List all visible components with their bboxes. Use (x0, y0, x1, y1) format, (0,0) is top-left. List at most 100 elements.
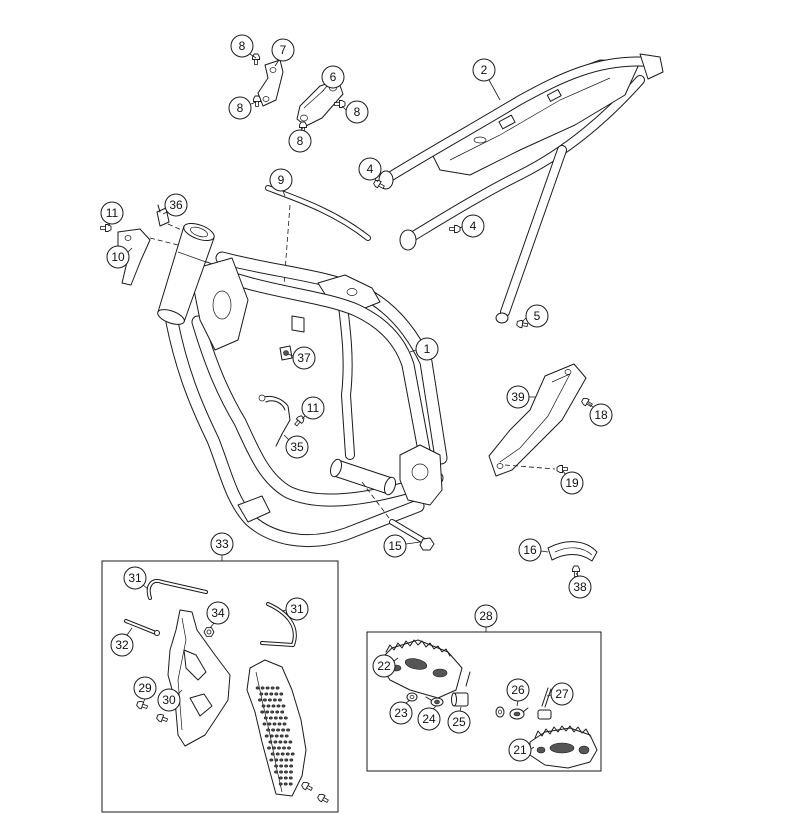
callout-number: 25 (452, 715, 466, 729)
frame-gusset-hole (212, 290, 232, 320)
perforation-hole (269, 692, 274, 696)
subframe-lower-lug (399, 229, 417, 251)
perforation-hole (282, 722, 287, 726)
perforation-hole (282, 746, 286, 750)
perforation-hole (267, 698, 272, 702)
protector-edge (255, 671, 283, 793)
callout-circle (321, 65, 345, 89)
callout-19: 19 (560, 471, 584, 495)
callout-number: 10 (111, 250, 125, 264)
screw-protector (300, 780, 314, 793)
leader-line (488, 79, 501, 101)
callout-32: 32 (110, 633, 134, 657)
perforation-hole (284, 734, 289, 738)
bolt-head (419, 537, 435, 551)
screw-5 (516, 319, 529, 330)
pin-body (541, 687, 549, 707)
perforation-hole (262, 698, 267, 702)
callout-4: 4 (461, 214, 485, 238)
leader-line (287, 353, 294, 357)
leader-line (405, 699, 411, 704)
hose-9 (268, 188, 368, 238)
perforation-hole (274, 692, 279, 696)
bracket-plate (257, 59, 284, 107)
callout-24: 24 (417, 707, 441, 731)
perforation-hole (288, 776, 293, 780)
perforation-hole (273, 716, 278, 720)
leader-line (521, 317, 527, 323)
subframe-front-lug (378, 170, 394, 190)
footpeg-teeth (385, 639, 451, 657)
callout-circle (568, 575, 592, 599)
perforation-hole (283, 782, 288, 786)
perforation-hole (277, 722, 282, 726)
holder-37 (279, 345, 293, 361)
perforation-hole (279, 692, 284, 696)
group-33-box (101, 560, 339, 813)
leader-line (587, 402, 594, 408)
callout-circle (345, 100, 369, 124)
perforation-hole (274, 758, 279, 762)
perforation-hole (274, 734, 279, 738)
frame-protector-perforated (246, 659, 307, 797)
main-frame (157, 222, 442, 541)
slider-hole (564, 369, 572, 375)
pivot-bolt-15 (392, 522, 435, 551)
spring-center (513, 711, 521, 717)
leader-line (575, 572, 579, 577)
footpeg-slot (578, 745, 590, 755)
footpeg-21 (529, 725, 598, 769)
perforation-hole (286, 728, 291, 732)
callout-circle (123, 566, 147, 590)
perforation-hole (260, 710, 265, 714)
callout-30: 30 (157, 688, 181, 712)
subframe (378, 53, 664, 324)
callout-8: 8 (345, 100, 369, 124)
callout-38: 38 (568, 575, 592, 599)
washer-23 (406, 692, 418, 702)
callout-circle (110, 633, 134, 657)
leader-line (107, 223, 111, 227)
perforation-hole (269, 734, 274, 738)
leader-line (409, 349, 417, 353)
clip-body (125, 620, 157, 634)
screw-29 (135, 699, 149, 711)
subframe-tab (546, 89, 562, 102)
callout-number: 28 (479, 609, 493, 623)
callout-circle (508, 738, 532, 762)
callout-number: 8 (354, 105, 361, 119)
clip-31-left (146, 578, 208, 600)
callout-6: 6 (321, 65, 345, 89)
bushing-body (537, 709, 552, 720)
frame-upper-bracket (291, 315, 305, 333)
clip-end (154, 630, 160, 636)
slider-body (488, 363, 587, 477)
perforation-hole (275, 752, 280, 756)
perforation-hole (284, 758, 289, 762)
callout-number: 31 (128, 571, 142, 585)
perforation-hole (284, 764, 289, 768)
callout-16: 16 (518, 538, 542, 562)
perforation-hole (264, 692, 269, 696)
washer-inner (498, 709, 502, 715)
screw-4 (449, 225, 461, 233)
assembly-line (149, 237, 183, 247)
callout-2: 2 (472, 58, 496, 82)
callout-circle (589, 403, 613, 427)
leader-line (405, 541, 421, 545)
screw-19 (556, 465, 568, 473)
spring-leg (425, 696, 432, 701)
callout-circle (461, 214, 485, 238)
callout-21: 21 (508, 738, 532, 762)
callout-circle (525, 304, 549, 328)
perforation-hole (277, 746, 281, 750)
perforation-hole (271, 704, 276, 708)
holder-clip (283, 350, 289, 356)
perforation-hole (278, 740, 283, 744)
callout-28: 28 (474, 604, 498, 628)
callout-circle (269, 168, 293, 192)
perforation-hole (267, 746, 271, 750)
spring-leg (522, 707, 529, 713)
leader-line (393, 657, 399, 662)
